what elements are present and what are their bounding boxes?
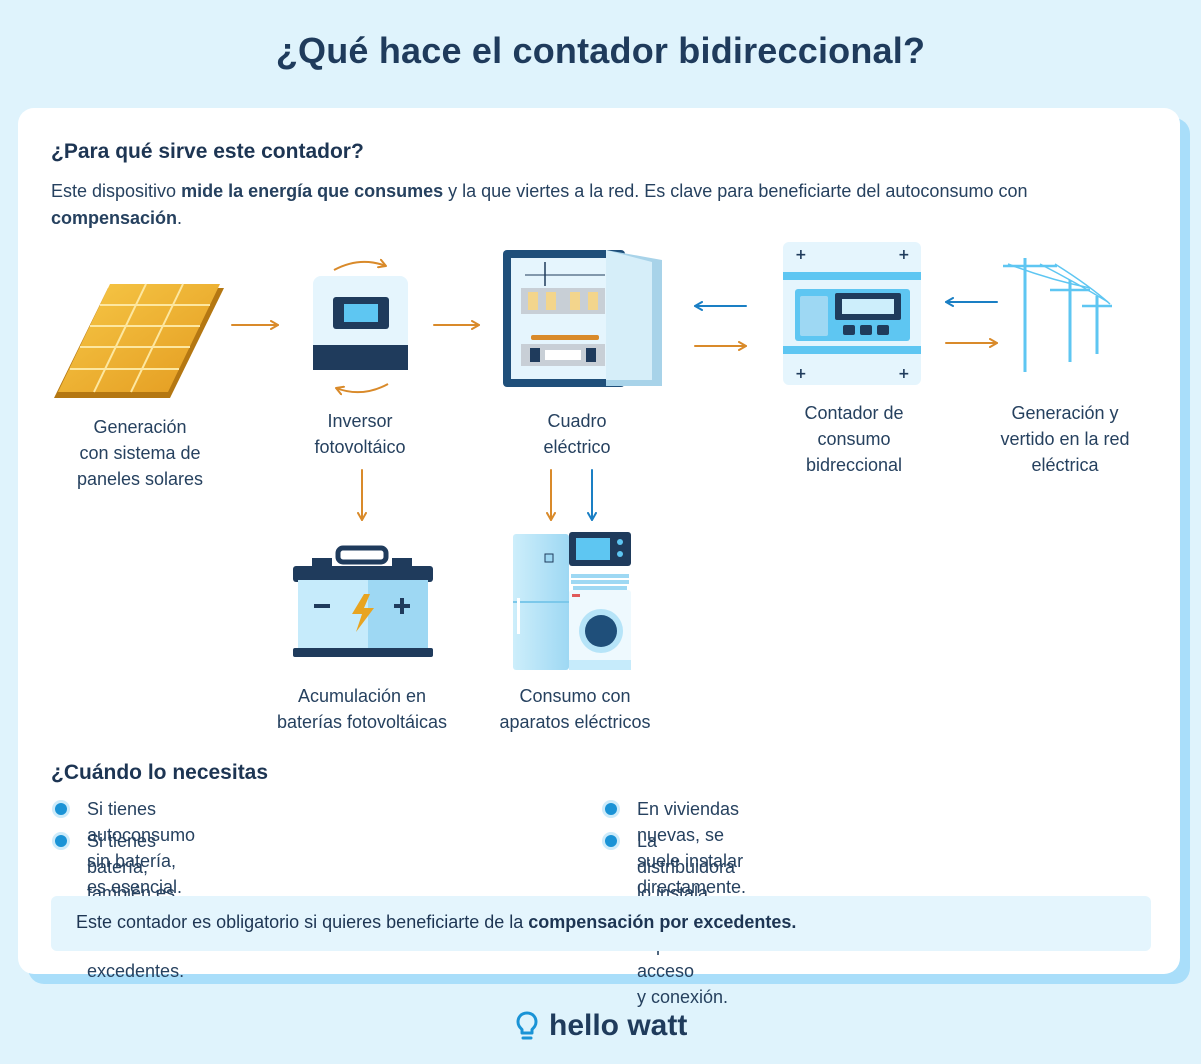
svg-text:+: + xyxy=(898,366,910,382)
lightbulb-icon xyxy=(516,1011,538,1040)
intro-paragraph: Este dispositivo mide la energía que con… xyxy=(51,181,1028,228)
svg-text:+: + xyxy=(795,247,807,263)
bullet-dot-icon xyxy=(55,803,67,815)
bidirectional-meter-icon: + + + + xyxy=(783,242,921,385)
flow-arrows xyxy=(231,297,998,521)
svg-text:+: + xyxy=(898,247,910,263)
note-box: Este contador es obligatorio si quieres … xyxy=(51,896,1151,951)
bullet-dot-icon xyxy=(605,835,617,847)
power-lines-icon xyxy=(1003,258,1112,372)
electrical-panel-icon xyxy=(503,250,662,387)
brand-name: hello watt xyxy=(549,1009,688,1042)
bullet-item: Si tienes autoconsumo sin batería, es es… xyxy=(51,796,195,900)
bullet-dot-icon xyxy=(55,835,67,847)
inverter-icon xyxy=(313,258,408,396)
bullet-dot-icon xyxy=(605,803,617,815)
appliances-icon xyxy=(513,532,631,670)
section-heading-when: ¿Cuándo lo necesitas xyxy=(51,761,269,784)
svg-text:+: + xyxy=(795,366,807,382)
battery-icon xyxy=(293,545,433,657)
bullet-item: En viviendas nuevas, se suele instalar d… xyxy=(601,796,746,900)
note-text: Este contador es obligatorio si quieres … xyxy=(76,912,797,932)
brand-logo: hello watt xyxy=(515,1004,687,1048)
solar-panel-icon xyxy=(54,283,224,398)
section-heading-purpose: ¿Para qué sirve este contador? xyxy=(51,140,364,163)
page-title: ¿Qué hace el contador bidireccional? xyxy=(275,30,926,71)
